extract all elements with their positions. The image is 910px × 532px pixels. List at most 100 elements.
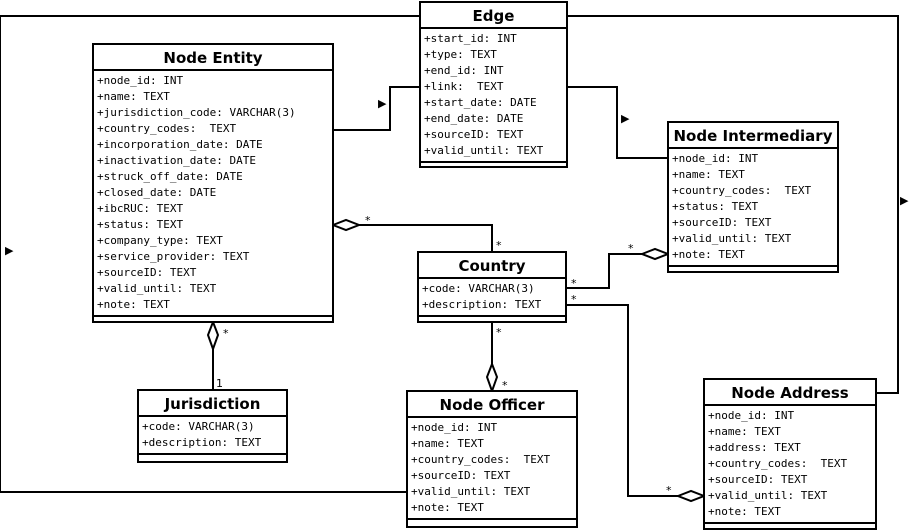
node-address-methods-compartment: [705, 522, 875, 530]
edge-attr-source-id: +sourceID: TEXT: [424, 128, 524, 141]
node-address-attributes: +node_id: INT +name: TEXT +address: TEXT…: [705, 406, 875, 522]
country-address-connector: [566, 304, 678, 497]
node-intermediary-class[interactable]: Node Intermediary +node_id: INT +name: T…: [667, 121, 839, 273]
node-intermediary-class-title: Node Intermediary: [669, 123, 837, 149]
edge-attr-type: +type: TEXT: [424, 48, 497, 61]
edge-attributes: +start_id: INT +type: TEXT +end_id: INT …: [421, 29, 566, 161]
node-entity-attr: +country_codes: TEXT: [97, 122, 237, 135]
node-entity-attr: +sourceID: TEXT: [97, 266, 197, 279]
node-entity-attr: +note: TEXT: [97, 298, 170, 311]
node-officer-attributes: +node_id: INT +name: TEXT +country_codes…: [408, 418, 576, 518]
node-officer-attr: +valid_until: TEXT: [411, 485, 531, 498]
country-intermediary-connector: [566, 253, 642, 289]
node-officer-class-title: Node Officer: [408, 392, 576, 418]
node-address-attr: +country_codes: TEXT: [708, 457, 848, 470]
edge-node-address-connector: [567, 15, 899, 394]
node-entity-attr: +ibcRUC: TEXT: [97, 202, 184, 215]
country-officer-diamond: [485, 361, 499, 394]
edge-attr-end-id: +end_id: INT: [424, 64, 504, 77]
country-address-diamond: [675, 489, 707, 503]
mult-entity-jurisdiction: *: [223, 327, 229, 340]
node-entity-class[interactable]: Node Entity +node_id: INT +name: TEXT +j…: [92, 43, 334, 323]
edge-attr-link: +link: TEXT: [424, 80, 504, 93]
country-intermediary-diamond: [639, 247, 671, 261]
node-intermediary-attr: +valid_until: TEXT: [672, 232, 792, 245]
node-entity-attr: +inactivation_date: DATE: [97, 154, 256, 167]
arrow-edge-intermediary: ▶: [621, 112, 630, 125]
node-entity-attr: +status: TEXT: [97, 218, 184, 231]
node-entity-attr: +jurisdiction_code: VARCHAR(3): [97, 106, 296, 119]
node-officer-attr: +node_id: INT: [411, 421, 498, 434]
arrow-left-loop: ▶: [5, 244, 14, 257]
node-officer-attr: +name: TEXT: [411, 437, 484, 450]
arrow-right-loop: ▶: [900, 194, 909, 207]
node-officer-class[interactable]: Node Officer +node_id: INT +name: TEXT +…: [406, 390, 578, 528]
node-entity-attributes: +node_id: INT +name: TEXT +jurisdiction_…: [94, 71, 332, 315]
entity-country-diamond: [330, 218, 362, 232]
edge-class[interactable]: Edge +start_id: INT +type: TEXT +end_id:…: [419, 1, 568, 168]
mult-jurisdiction-entity: 1: [216, 377, 223, 390]
edge-class-title: Edge: [421, 3, 566, 29]
node-officer-attr: +country_codes: TEXT: [411, 453, 551, 466]
entity-country-connector: [359, 224, 493, 252]
node-address-class-title: Node Address: [705, 380, 875, 406]
mult-officer-country: *: [502, 379, 508, 392]
node-address-attr: +sourceID: TEXT: [708, 473, 808, 486]
country-class-title: Country: [419, 253, 565, 279]
node-intermediary-attr: +node_id: INT: [672, 152, 759, 165]
mult-country-officer: *: [496, 326, 502, 339]
country-methods-compartment: [419, 315, 565, 323]
node-entity-attr: +company_type: TEXT: [97, 234, 223, 247]
node-intermediary-attr: +sourceID: TEXT: [672, 216, 772, 229]
edge-attr-end-date: +end_date: DATE: [424, 112, 524, 125]
node-entity-methods-compartment: [94, 315, 332, 323]
node-entity-attr: +service_provider: TEXT: [97, 250, 250, 263]
mult-entity-country-a: *: [365, 214, 371, 227]
node-intermediary-attr: +country_codes: TEXT: [672, 184, 812, 197]
node-entity-attr: +struck_off_date: DATE: [97, 170, 243, 183]
edge-methods-compartment: [421, 161, 566, 169]
edge-node-intermediary-connector: [567, 86, 668, 159]
node-address-attr: +name: TEXT: [708, 425, 781, 438]
mult-intermediary-country: *: [628, 242, 634, 255]
mult-address-country: *: [666, 484, 672, 497]
jurisdiction-methods-compartment: [139, 453, 286, 461]
edge-attr-start-id: +start_id: INT: [424, 32, 517, 45]
country-attr-description: +description: TEXT: [422, 298, 542, 311]
node-intermediary-attr: +name: TEXT: [672, 168, 745, 181]
country-class[interactable]: Country +code: VARCHAR(3) +description: …: [417, 251, 567, 323]
node-address-attr: +valid_until: TEXT: [708, 489, 828, 502]
jurisdiction-attributes: +code: VARCHAR(3) +description: TEXT: [139, 417, 286, 453]
jurisdiction-attr-code: +code: VARCHAR(3): [142, 420, 255, 433]
node-entity-attr: +incorporation_date: DATE: [97, 138, 263, 151]
node-intermediary-attributes: +node_id: INT +name: TEXT +country_codes…: [669, 149, 837, 265]
node-address-attr: +node_id: INT: [708, 409, 795, 422]
node-entity-attr: +closed_date: DATE: [97, 186, 217, 199]
node-officer-attr: +note: TEXT: [411, 501, 484, 514]
node-address-class[interactable]: Node Address +node_id: INT +name: TEXT +…: [703, 378, 877, 530]
arrow-entity-edge: ▶: [378, 97, 387, 110]
node-intermediary-attr: +status: TEXT: [672, 200, 759, 213]
country-attr-code: +code: VARCHAR(3): [422, 282, 535, 295]
edge-node-entity-connector: [333, 86, 420, 131]
node-entity-attr: +valid_until: TEXT: [97, 282, 217, 295]
node-entity-attr: +name: TEXT: [97, 90, 170, 103]
entity-jurisdiction-diamond: [206, 319, 220, 352]
node-intermediary-methods-compartment: [669, 265, 837, 273]
mult-country-intermediary: *: [571, 277, 577, 290]
node-officer-attr: +sourceID: TEXT: [411, 469, 511, 482]
jurisdiction-class[interactable]: Jurisdiction +code: VARCHAR(3) +descript…: [137, 389, 288, 463]
node-intermediary-attr: +note: TEXT: [672, 248, 745, 261]
mult-country-address: *: [571, 293, 577, 306]
country-attributes: +code: VARCHAR(3) +description: TEXT: [419, 279, 565, 315]
node-address-attr: +note: TEXT: [708, 505, 781, 518]
node-officer-methods-compartment: [408, 518, 576, 526]
edge-node-officer-connector: [0, 15, 420, 493]
edge-attr-valid-until: +valid_until: TEXT: [424, 144, 544, 157]
node-address-attr: +address: TEXT: [708, 441, 801, 454]
mult-entity-country-b: *: [496, 239, 502, 252]
jurisdiction-attr-description: +description: TEXT: [142, 436, 262, 449]
node-entity-class-title: Node Entity: [94, 45, 332, 71]
edge-attr-start-date: +start_date: DATE: [424, 96, 537, 109]
